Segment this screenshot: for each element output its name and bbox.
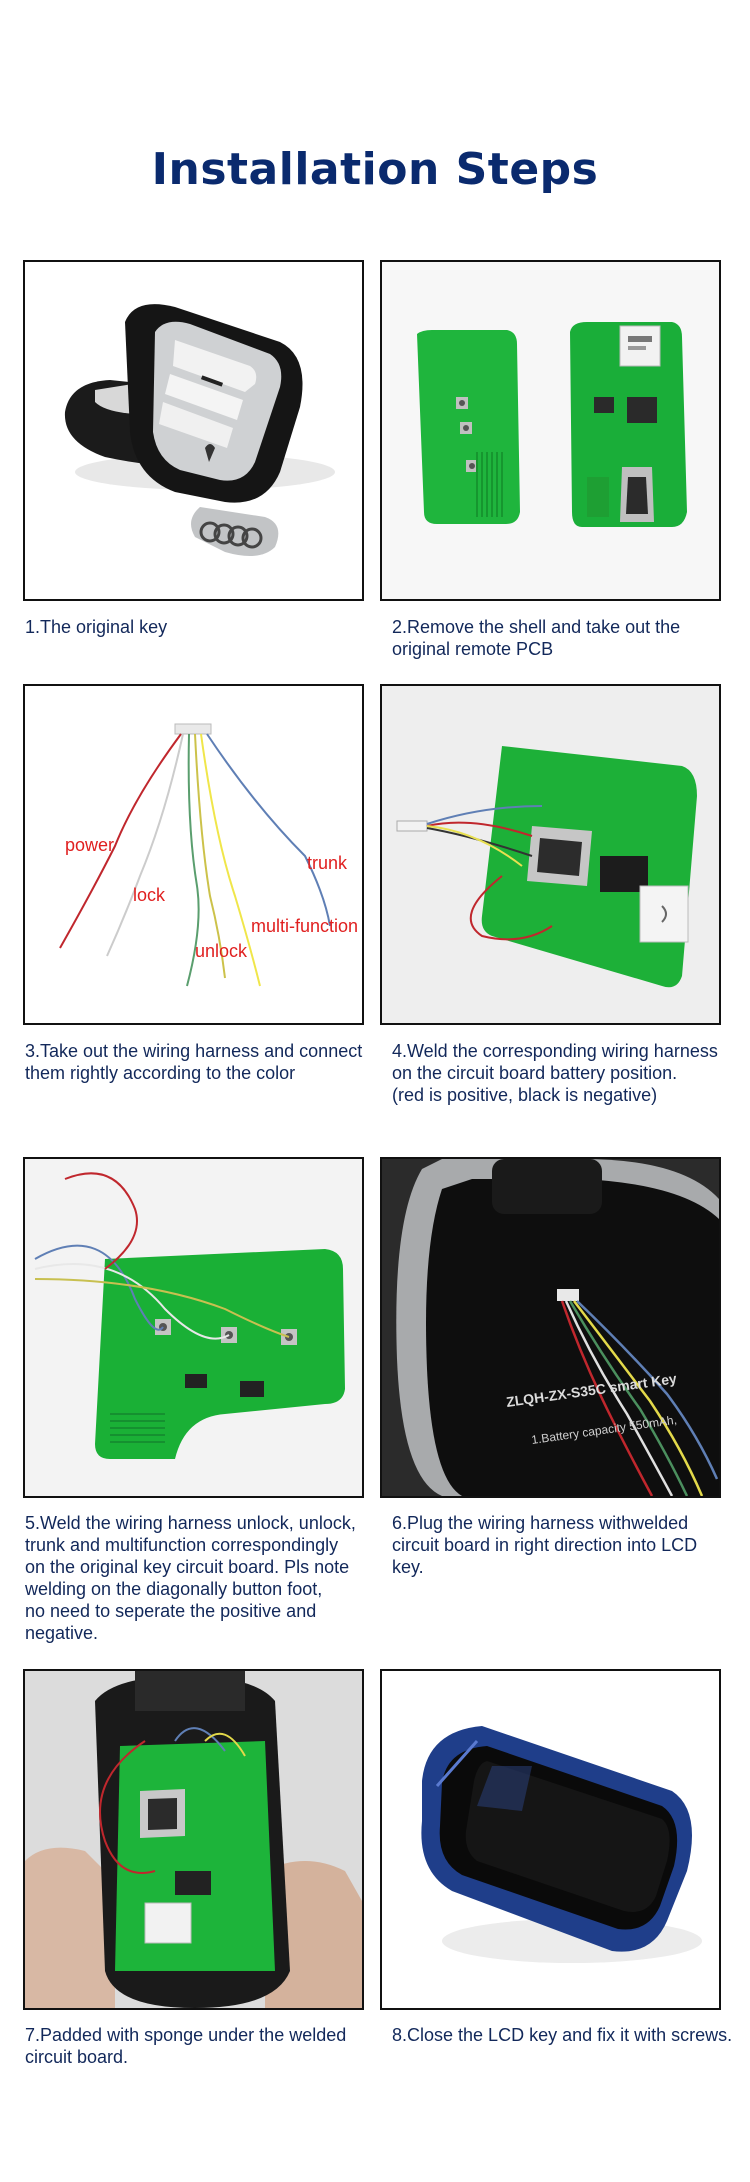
battery-weld-photo [380,684,721,1025]
step-1-caption: 1.The original key [25,617,168,637]
page-title: Installation Steps [151,144,599,195]
original-key-photo [23,260,364,601]
remote-pcb-photo [380,260,721,601]
closed-lcd-key-photo [380,1669,721,2010]
wire-label-unlock: unlock [195,941,248,961]
step-5-caption: 5.Weld the wiring harness unlock, unlock… [25,1513,356,1643]
wiring-harness-photo: power lock trunk multi-function unlock [23,684,364,1025]
sponge-padding-photo [23,1669,364,2010]
step-7-caption: 7.Padded with sponge under the welded ci… [25,2025,347,2067]
wire-label-multi-function: multi-function [251,916,358,936]
wire-label-trunk: trunk [307,853,348,873]
step-6-caption: 6.Plug the wiring harness withwelded cir… [392,1513,698,1577]
button-weld-photo [23,1157,364,1498]
wire-label-lock: lock [133,885,166,905]
step-3-caption: 3.Take out the wiring harness and connec… [25,1041,363,1083]
wire-label-power: power [65,835,114,855]
lcd-key-plug-photo: ZLQH-ZX-S35C smart Key 1.Battery capacit… [380,1157,721,1498]
step-2-caption: 2.Remove the shell and take out the orig… [392,617,681,659]
step-4-caption: 4.Weld the corresponding wiring harness … [392,1041,718,1105]
step-8-caption: 8.Close the LCD key and fix it with scre… [392,2025,733,2045]
